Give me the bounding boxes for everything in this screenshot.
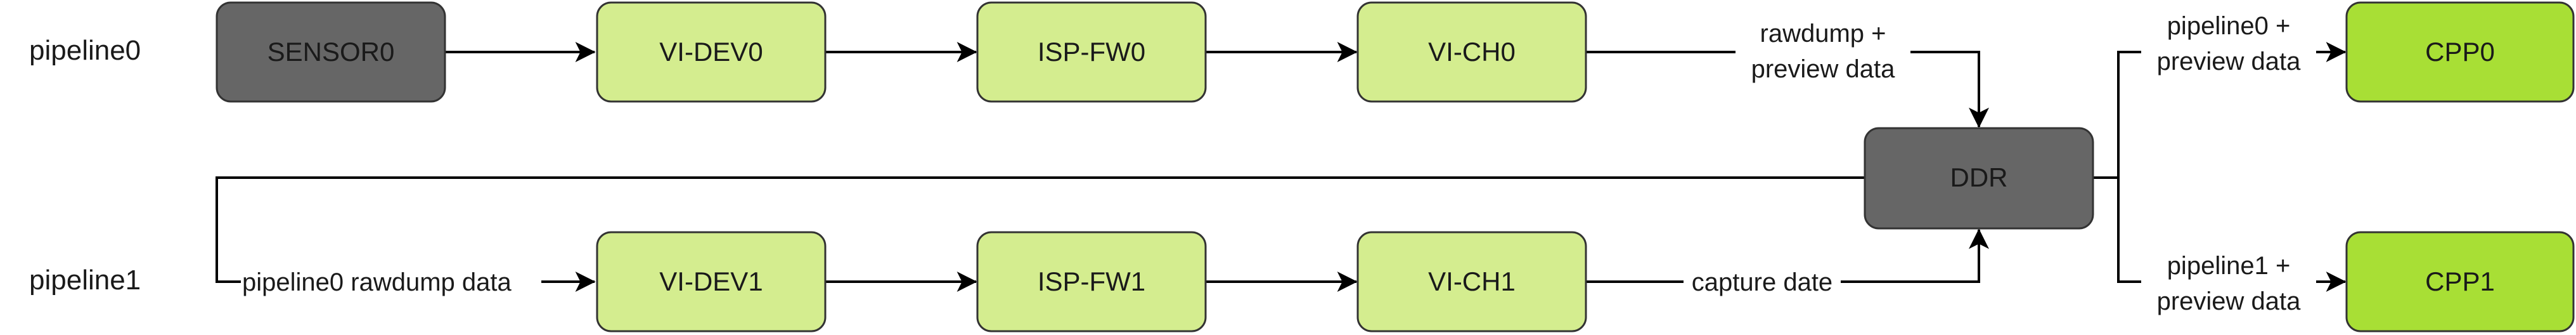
node-label: DDR	[1950, 162, 2008, 192]
node-sensor0[interactable]: SENSOR0	[216, 1, 446, 103]
node-vi-ch0[interactable]: VI-CH0	[1356, 1, 1587, 103]
svg-text:preview data: preview data	[1751, 55, 1896, 83]
svg-text:capture date: capture date	[1692, 268, 1832, 296]
node-cpp0[interactable]: CPP0	[2345, 1, 2575, 103]
edge-vich0-ddr	[1586, 51, 1989, 128]
node-label: VI-CH0	[1428, 37, 1516, 67]
svg-text:rawdump +: rawdump +	[1760, 20, 1886, 48]
edge-label-ddr-videv1: pipeline0 rawdump data	[241, 264, 541, 299]
row-label-pipeline0: pipeline0	[29, 35, 141, 66]
svg-text:pipeline0 rawdump data: pipeline0 rawdump data	[242, 268, 512, 296]
row-label-pipeline1: pipeline1	[29, 265, 141, 296]
node-vi-dev0[interactable]: VI-DEV0	[596, 1, 827, 103]
node-label: VI-DEV1	[659, 266, 763, 296]
node-isp-fw0[interactable]: ISP-FW0	[976, 1, 1207, 103]
node-vi-ch1[interactable]: VI-CH1	[1356, 231, 1587, 332]
node-isp-fw1[interactable]: ISP-FW1	[976, 231, 1207, 332]
node-cpp1[interactable]: CPP1	[2345, 231, 2575, 332]
edge-label-ddr-cpp0: pipeline0 + preview data	[2141, 11, 2316, 82]
svg-text:pipeline0 +: pipeline0 +	[2167, 12, 2291, 40]
node-ddr[interactable]: DDR	[1864, 127, 2094, 230]
edge-label-vich0-ddr: rawdump + preview data	[1736, 16, 1910, 88]
node-label: SENSOR0	[267, 37, 395, 67]
svg-text:pipeline1 +: pipeline1 +	[2167, 252, 2291, 280]
node-label: VI-CH1	[1428, 266, 1516, 296]
node-label: ISP-FW1	[1038, 266, 1145, 296]
node-label: ISP-FW0	[1038, 37, 1145, 67]
node-label: VI-DEV0	[659, 37, 763, 67]
svg-text:preview data: preview data	[2157, 287, 2302, 315]
edge-label-ddr-cpp1: pipeline1 + preview data	[2141, 249, 2316, 320]
node-label: CPP0	[2425, 37, 2495, 67]
edge-label-vich1-ddr: capture date	[1684, 264, 1841, 299]
svg-text:preview data: preview data	[2157, 48, 2302, 76]
node-label: CPP1	[2425, 266, 2495, 296]
node-vi-dev1[interactable]: VI-DEV1	[596, 231, 827, 332]
